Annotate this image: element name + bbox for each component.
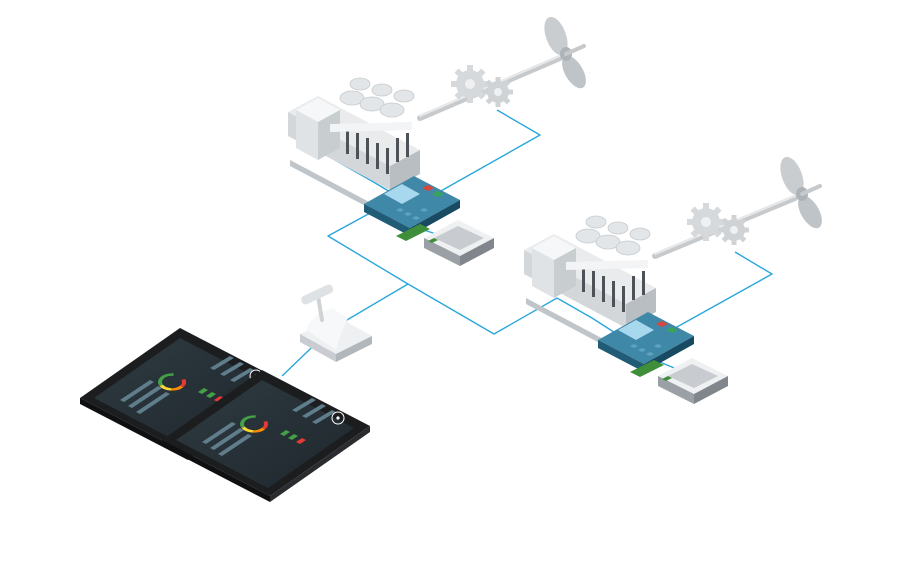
engine-controller-icon bbox=[364, 176, 460, 241]
network-link-gearbox1-controller1 bbox=[431, 109, 541, 197]
propeller-icon bbox=[544, 16, 586, 89]
propulsion-line-1 bbox=[288, 16, 586, 266]
io-module-icon bbox=[424, 220, 494, 266]
network-link-trunk bbox=[407, 283, 558, 335]
propulsion-line-2 bbox=[524, 156, 822, 404]
diesel-engine-icon bbox=[524, 215, 656, 358]
io-module-icon bbox=[658, 358, 728, 404]
gearbox-icon bbox=[451, 65, 513, 107]
network-link-controller1-bus bbox=[327, 211, 409, 285]
diesel-engine-icon bbox=[288, 77, 420, 220]
propeller-icon bbox=[780, 156, 822, 229]
display-2 bbox=[162, 370, 370, 502]
gearbox-icon bbox=[687, 203, 749, 245]
throttle-lever-icon bbox=[300, 284, 372, 362]
display-tablet-icon bbox=[162, 370, 370, 502]
engine-controller-icon bbox=[598, 312, 694, 377]
network-link-gearbox2-controller2 bbox=[667, 251, 773, 333]
network-link-engine2-controller2 bbox=[556, 297, 621, 337]
brand-logo-icon bbox=[331, 411, 345, 425]
